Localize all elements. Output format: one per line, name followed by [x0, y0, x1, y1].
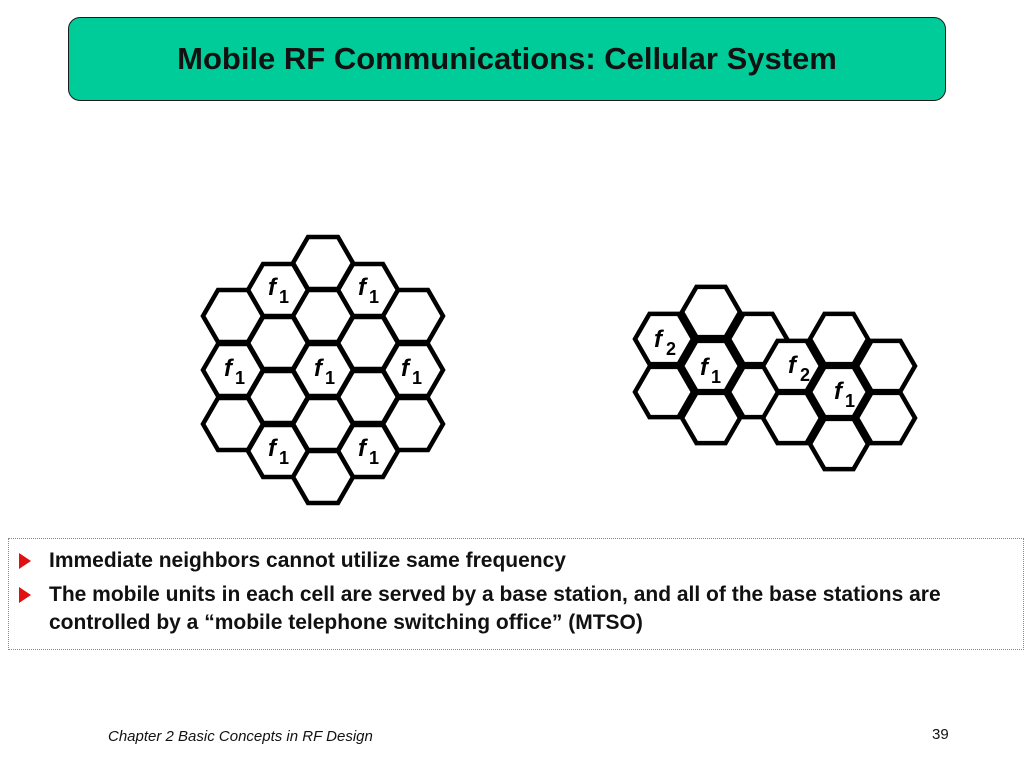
svg-text:2: 2 [666, 339, 676, 359]
svg-text:1: 1 [279, 448, 289, 468]
left-hex-cluster [200, 234, 446, 506]
svg-text:f: f [268, 274, 278, 301]
svg-text:1: 1 [369, 287, 379, 307]
svg-text:2: 2 [800, 365, 810, 385]
page-number: 39 [932, 726, 949, 743]
right-hex-cell-1 [632, 311, 696, 367]
bullet-text: Immediate neighbors cannot utilize same … [49, 549, 566, 572]
left-label-3: f 1 [224, 355, 245, 388]
left-label-6: f 1 [268, 435, 289, 468]
right-hex-cell-5 [632, 364, 696, 420]
left-hex-cell-19 [290, 448, 356, 506]
right-hex-cluster [632, 284, 918, 472]
right-hex-cell-12 [760, 390, 824, 446]
right-hex-cell-13 [807, 416, 871, 472]
right-label-1: f 2 [654, 326, 676, 359]
cellular-diagram: f 1 f 1 f 1 f 1 f 1 f 1 f 1 f 2 f 1 f 2 … [200, 234, 918, 506]
svg-text:1: 1 [235, 368, 245, 388]
left-label-7: f 1 [358, 435, 379, 468]
right-hex-cell-2 [679, 284, 743, 340]
svg-text:f: f [358, 274, 368, 301]
title-banner: Mobile RF Communications: Cellular Syste… [68, 17, 946, 101]
left-label-4: f 1 [314, 355, 335, 388]
arrow-bullet-icon [19, 547, 49, 575]
left-label-2: f 1 [358, 274, 379, 307]
svg-text:f: f [401, 355, 411, 382]
bullet-list: Immediate neighbors cannot utilize same … [8, 538, 1024, 650]
right-label-3: f 2 [788, 352, 810, 385]
right-hex-cell-6 [679, 390, 743, 446]
right-label-2: f 1 [700, 354, 721, 387]
svg-text:f: f [788, 352, 798, 379]
svg-text:f: f [268, 435, 278, 462]
slide-title: Mobile RF Communications: Cellular Syste… [177, 41, 837, 76]
svg-text:f: f [834, 378, 844, 405]
left-label-1: f 1 [268, 274, 289, 307]
svg-text:f: f [700, 354, 710, 381]
svg-text:1: 1 [279, 287, 289, 307]
bullet-item: Immediate neighbors cannot utilize same … [19, 547, 1011, 575]
right-label-4: f 1 [834, 378, 855, 411]
footer-chapter: Chapter 2 Basic Concepts in RF Design [108, 728, 373, 745]
svg-text:1: 1 [412, 368, 422, 388]
svg-text:1: 1 [845, 391, 855, 411]
bullet-item: The mobile units in each cell are served… [19, 581, 1011, 637]
svg-text:1: 1 [369, 448, 379, 468]
left-label-5: f 1 [401, 355, 422, 388]
svg-text:f: f [358, 435, 368, 462]
svg-text:1: 1 [711, 367, 721, 387]
svg-text:1: 1 [325, 368, 335, 388]
bullet-text: The mobile units in each cell are served… [49, 583, 941, 634]
arrow-bullet-icon [19, 581, 49, 609]
svg-text:f: f [224, 355, 234, 382]
right-hex-cell-14 [854, 390, 918, 446]
svg-text:f: f [314, 355, 324, 382]
svg-text:f: f [654, 326, 664, 353]
right-hex-cell-9 [807, 311, 871, 367]
